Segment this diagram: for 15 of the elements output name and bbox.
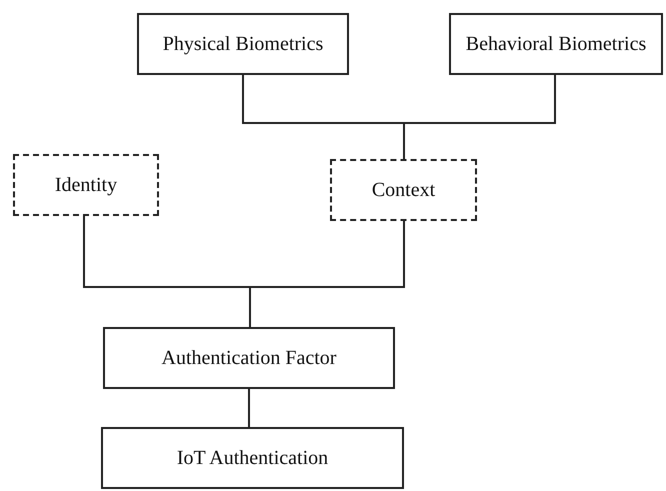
connector-line [248, 389, 250, 427]
box-label: Behavioral Biometrics [466, 32, 646, 56]
box-label: IoT Authentication [176, 446, 328, 470]
process-box [137, 13, 349, 75]
connector-line [403, 75, 556, 159]
process-box [103, 327, 395, 389]
process-box [101, 427, 404, 489]
box-label: Authentication Factor [162, 346, 336, 370]
dashed-box [330, 159, 477, 221]
process-box [449, 13, 663, 75]
box-label: Context [372, 178, 436, 202]
connector-line [249, 221, 405, 327]
dashed-box [13, 154, 159, 216]
box-label: Identity [54, 173, 118, 197]
box-label: Physical Biometrics [162, 32, 324, 56]
